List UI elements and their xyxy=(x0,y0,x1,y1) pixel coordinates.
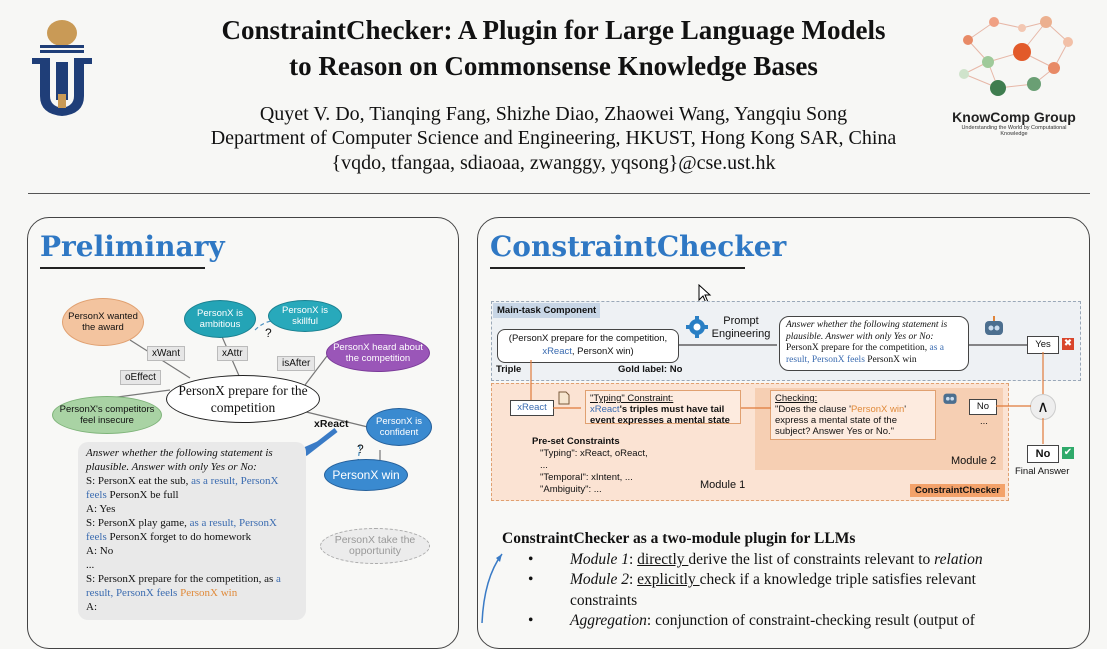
relation-question-1: ? xyxy=(265,326,272,340)
poster-title-line1: ConstraintChecker: A Plugin for Large La… xyxy=(221,15,886,45)
curved-arrow-icon xyxy=(481,553,503,623)
llm-query-box: Answer whether the following statement i… xyxy=(779,316,969,371)
triple-label: Triple xyxy=(496,364,522,375)
relation-isafter: isAfter xyxy=(277,356,316,371)
knowcomp-tagline: Understanding the World by Computational… xyxy=(961,125,1067,137)
knowcomp-name: KnowComp Group xyxy=(952,109,1076,125)
xreact-box: xReact xyxy=(510,400,554,416)
preliminary-title: Preliminary xyxy=(40,230,225,263)
robot-icon xyxy=(982,316,1006,343)
prompt-example-1: S: PersonX eat the sub, as a result, Per… xyxy=(86,475,279,501)
constraintchecker-badge: ConstraintChecker xyxy=(910,484,1005,497)
node-win: PersonX win xyxy=(324,459,408,491)
preliminary-underline xyxy=(40,267,205,269)
relation-oeffect: oEffect xyxy=(120,370,161,385)
robot-icon-2 xyxy=(941,390,959,411)
checking-box: Checking: "Does the clause 'PersonX win'… xyxy=(770,390,936,440)
poster-title-line2: to Reason on Commonsense Knowledge Bases xyxy=(289,51,818,81)
and-operator: ∧ xyxy=(1030,394,1056,420)
relation-xattr: xAttr xyxy=(217,346,248,361)
gold-label: Gold label: No xyxy=(618,364,683,375)
prompt-answer-3: A: xyxy=(86,601,97,613)
node-competitors-insecure: PersonX's competitors feel insecure xyxy=(52,396,162,434)
prompt-engineering-label: Prompt Engineering xyxy=(711,315,771,340)
check-icon: ✔ xyxy=(1062,447,1074,459)
cross-icon: ✖ xyxy=(1062,338,1074,350)
prompt-ellipsis: ... xyxy=(86,559,95,571)
preset-constraints: Pre-set Constraints "Typing": xReact, oR… xyxy=(532,436,652,495)
gear-icon xyxy=(685,315,709,344)
bullet-module1: •Module 1: directly derive the list of c… xyxy=(528,551,983,568)
final-answer-label: Final Answer xyxy=(1015,466,1070,477)
header-divider xyxy=(28,193,1090,194)
typing-constraint-box: "Typing" Constraint: xReact's triples mu… xyxy=(585,390,741,426)
relation-question-2: ? xyxy=(357,442,364,456)
prompt-example-3: S: PersonX prepare for the competition, … xyxy=(86,573,281,599)
preset-ambiguity: "Ambiguity": ... xyxy=(540,484,602,495)
relation-xwant: xWant xyxy=(147,346,185,361)
prompt-answer-1: A: Yes xyxy=(86,503,116,515)
node-confident: PersonX is confident xyxy=(366,408,432,446)
module1-label: Module 1 xyxy=(700,479,746,491)
relation-xreact: xReact xyxy=(314,418,349,430)
preset-typing: "Typing": xReact, oReact, ... xyxy=(540,448,648,471)
main-task-label: Main-task Component xyxy=(493,303,601,318)
prompt-example-2: S: PersonX play game, as a result, Perso… xyxy=(86,517,277,543)
authors: Quyet V. Do, Tianqing Fang, Shizhe Diao,… xyxy=(259,103,848,125)
triple-box: (PersonX prepare for the competition, xR… xyxy=(497,329,679,363)
emails: {vqdo, tfangaa, sdiaoaa, zwanggy, yqsong… xyxy=(331,152,776,174)
final-answer-no: No xyxy=(1027,445,1059,463)
constraintchecker-title: ConstraintChecker xyxy=(490,230,787,263)
summary-title: ConstraintChecker as a two-module plugin… xyxy=(502,530,856,547)
node-skillful: PersonX is skillful xyxy=(268,300,342,332)
node-take-opportunity: PersonX take the opportunity xyxy=(320,528,430,564)
diagram-arrows xyxy=(530,344,1044,444)
prompt-instruction: Answer whether the following statement i… xyxy=(86,447,273,473)
module2-no: No xyxy=(969,399,997,415)
node-wanted-award: PersonX wanted the award xyxy=(62,298,144,346)
node-prepare-competition: PersonX prepare for the competition xyxy=(166,375,320,423)
hkust-logo xyxy=(26,18,98,118)
preliminary-prompt: Answer whether the following statement i… xyxy=(78,442,306,620)
knowcomp-logo: KnowComp Group Understanding the World b… xyxy=(948,12,1080,137)
module2-ellipsis: ... xyxy=(980,416,988,427)
bullet-aggregation: •Aggregation: conjunction of constraint-… xyxy=(528,612,975,629)
preset-temporal: "Temporal": xIntent, ... xyxy=(540,472,633,483)
constraintchecker-underline xyxy=(490,267,745,269)
module2-label: Module 2 xyxy=(951,455,997,467)
bullet-module2-cont: constraints xyxy=(570,592,638,609)
document-icon xyxy=(558,391,570,410)
affiliation: Department of Computer Science and Engin… xyxy=(210,127,897,149)
bullet-module2: •Module 2: explicitly check if a knowled… xyxy=(528,571,976,588)
node-heard-competition: PersonX heard about the competition xyxy=(326,334,430,372)
node-ambitious: PersonX is ambitious xyxy=(184,300,256,338)
prompt-answer-2: A: No xyxy=(86,545,114,557)
